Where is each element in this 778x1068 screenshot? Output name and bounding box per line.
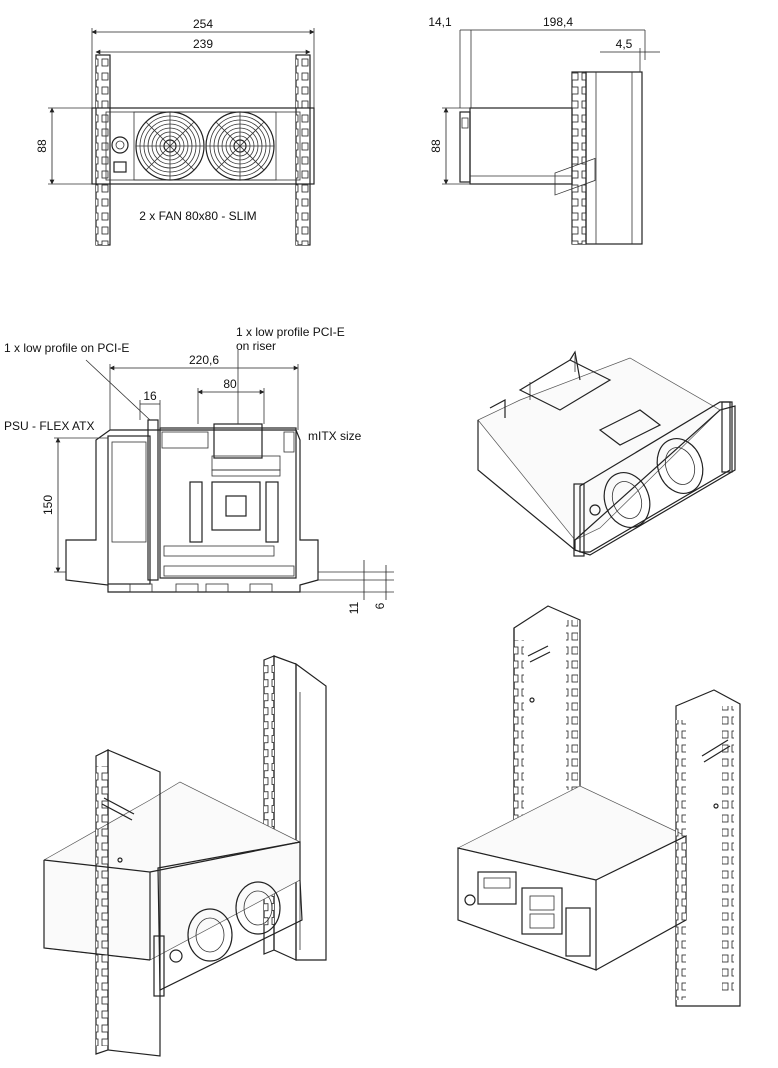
dim-11-label: 11	[347, 601, 361, 614]
motherboard	[159, 427, 297, 579]
iso-fan-icon-2	[656, 438, 704, 494]
dim-239-label: 239	[193, 37, 213, 51]
usb-port-icon	[113, 161, 127, 173]
right-rail-holes	[296, 55, 310, 245]
rack-front-isometric	[43, 655, 327, 1057]
side-view: 14,1 198,4 4,5 88	[428, 15, 660, 245]
pcie-card	[147, 419, 159, 581]
ram-slot-right	[265, 481, 279, 543]
front-panel	[91, 107, 315, 185]
chassis-tray	[65, 429, 319, 593]
dim-16-label: 16	[143, 389, 157, 403]
rack-rear-isometric	[456, 605, 741, 1007]
dim-6-label: 6	[373, 602, 387, 609]
front-view: 254 239 88 2 x FAN 80x80 - SLIM	[35, 17, 315, 246]
dim-14-1-label: 14,1	[428, 15, 452, 29]
dim-4-5-label: 4,5	[616, 37, 633, 51]
side-rail-holes	[572, 72, 586, 244]
label-riser-line2: on riser	[236, 339, 276, 353]
dim-150-label: 150	[41, 495, 55, 515]
rack-fan-icon-1	[187, 908, 233, 962]
dim-88-front-label: 88	[35, 139, 49, 153]
fan-caption: 2 x FAN 80x80 - SLIM	[139, 209, 256, 223]
dim-80-label: 80	[223, 377, 237, 391]
rack-fan-icon-2	[235, 881, 281, 935]
left-rail-holes	[96, 55, 110, 245]
power-button-icon	[111, 136, 129, 154]
iso-fan-icon-1	[603, 472, 651, 528]
dim-220-6-label: 220,6	[189, 353, 219, 367]
label-mitx: mITX size	[308, 429, 362, 443]
chassis-isometric	[477, 157, 736, 557]
label-riser-line1: 1 x low profile PCI-E	[236, 325, 345, 339]
dim-88-side-label: 88	[429, 139, 443, 153]
label-low-profile-pcie: 1 x low profile on PCI-E	[4, 341, 129, 355]
riser-card	[213, 423, 263, 459]
dim-254-label: 254	[193, 17, 213, 31]
ram-slot-left	[189, 481, 203, 543]
cpu-socket	[211, 481, 261, 531]
fan-icon-left	[135, 111, 205, 181]
side-rail-profile	[585, 71, 643, 245]
label-psu: PSU - FLEX ATX	[4, 419, 94, 433]
top-view: 220,6 80 16 150 11 6 1 x low profile on …	[4, 325, 394, 614]
fan-icon-right	[205, 111, 275, 181]
dim-198-4-label: 198,4	[543, 15, 573, 29]
psu-block	[107, 435, 151, 585]
